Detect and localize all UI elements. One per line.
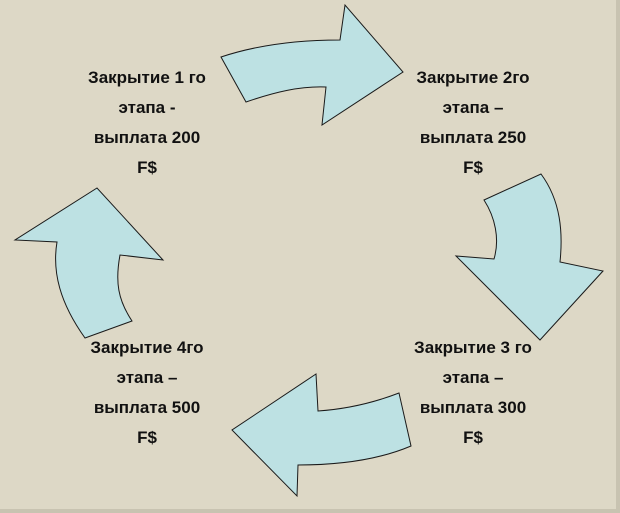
stage-2-line-3: выплата 250 (419, 128, 527, 147)
stage-1-line-4: F$ (137, 158, 157, 177)
stage-2-label: Закрытие 2го этапа – выплата 250 F$ (388, 63, 558, 183)
stage-3-line-3: выплата 300 (419, 398, 527, 417)
stage-4-line-1: Закрытие 4го (90, 338, 204, 357)
arrow-stage-4-to-1 (13, 187, 165, 339)
stage-1-line-1: Закрытие 1 го (88, 68, 206, 87)
stage-2-line-2: этапа – (442, 98, 504, 117)
stage-4-line-4: F$ (137, 428, 157, 447)
stage-3-label: Закрытие 3 го этапа – выплата 300 F$ (388, 333, 558, 453)
arrow-stage-3-to-4 (231, 373, 412, 498)
stage-2-line-1: Закрытие 2го (416, 68, 530, 87)
stage-4-label: Закрытие 4го этапа – выплата 500 F$ (62, 333, 232, 453)
stage-2-line-4: F$ (463, 158, 483, 177)
stage-3-line-4: F$ (463, 428, 483, 447)
stage-4-line-2: этапа – (116, 368, 178, 387)
stage-3-line-1: Закрытие 3 го (414, 338, 532, 357)
stage-1-label: Закрытие 1 го этапа - выплата 200 F$ (62, 63, 232, 183)
stage-1-line-2: этапа - (118, 98, 176, 117)
stage-3-line-2: этапа – (442, 368, 504, 387)
stage-4-line-3: выплата 500 (93, 398, 201, 417)
arrow-stage-1-to-2 (220, 3, 404, 126)
stage-1-line-3: выплата 200 (93, 128, 201, 147)
arrow-stage-2-to-3 (454, 173, 604, 341)
